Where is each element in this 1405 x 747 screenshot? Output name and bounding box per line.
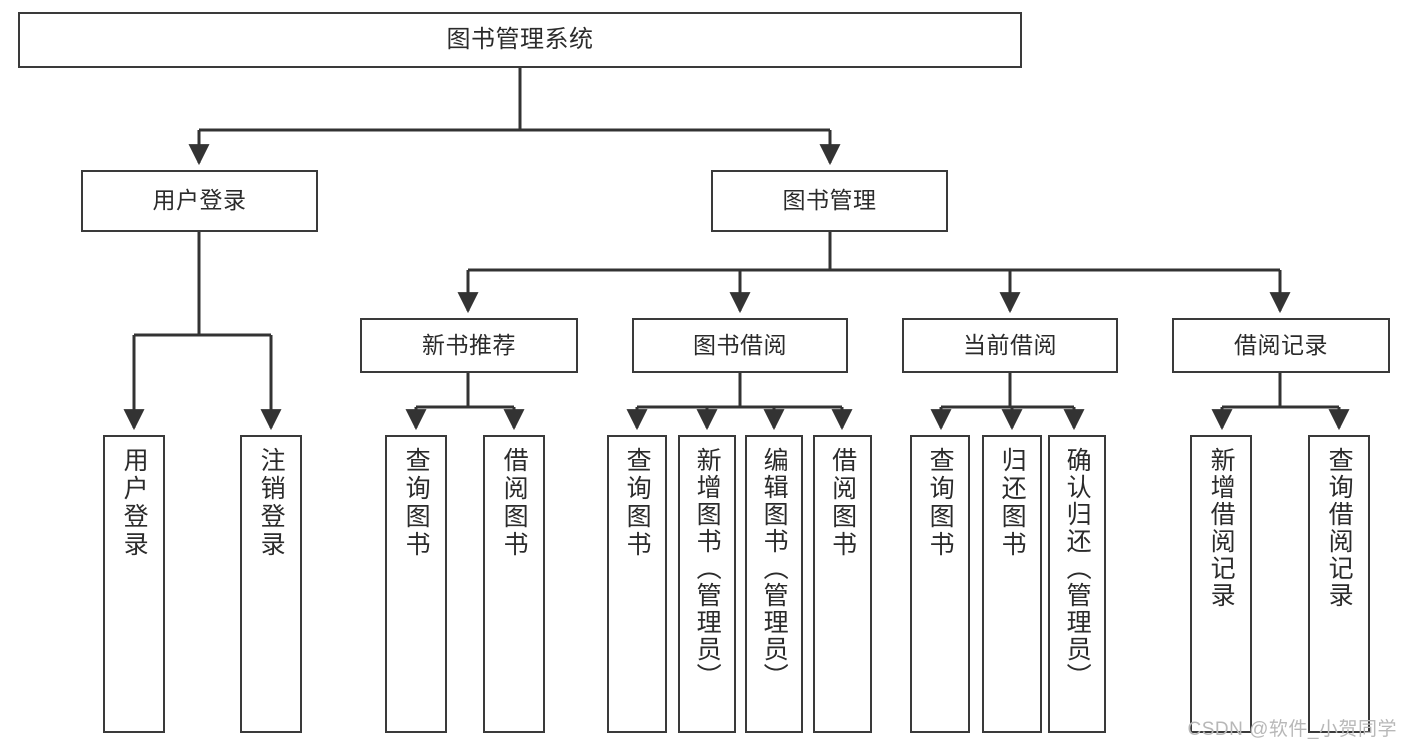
node-leaf-user-login[interactable]: 用户登录	[103, 435, 165, 733]
node-leaf-borrow-book-1[interactable]: 借阅图书	[483, 435, 545, 733]
node-new-book-recommend[interactable]: 新书推荐	[360, 318, 578, 373]
node-book-borrow[interactable]: 图书借阅	[632, 318, 848, 373]
node-borrow-record[interactable]: 借阅记录	[1172, 318, 1390, 373]
node-leaf-user-logout-label: 注销登录	[257, 447, 286, 559]
node-leaf-query-book-3-label: 查询图书	[926, 447, 955, 559]
node-leaf-add-book[interactable]: 新增图书（管理员）	[678, 435, 736, 733]
node-leaf-edit-book-label: 编辑图书（管理员）	[760, 447, 789, 690]
node-book-borrow-label: 图书借阅	[693, 331, 787, 358]
node-current-borrow[interactable]: 当前借阅	[902, 318, 1118, 373]
node-new-book-recommend-label: 新书推荐	[422, 331, 516, 358]
node-borrow-record-label: 借阅记录	[1234, 331, 1328, 358]
node-current-borrow-label: 当前借阅	[963, 331, 1057, 358]
node-leaf-add-book-label: 新增图书（管理员）	[693, 447, 722, 690]
node-root-label: 图书管理系统	[446, 25, 594, 53]
node-leaf-confirm-return-label: 确认归还（管理员）	[1063, 447, 1092, 690]
node-root[interactable]: 图书管理系统	[18, 12, 1022, 68]
node-leaf-edit-book[interactable]: 编辑图书（管理员）	[745, 435, 803, 733]
node-user-login[interactable]: 用户登录	[81, 170, 318, 232]
node-leaf-user-login-label: 用户登录	[120, 447, 149, 559]
node-leaf-add-record[interactable]: 新增借阅记录	[1190, 435, 1252, 733]
node-leaf-user-logout[interactable]: 注销登录	[240, 435, 302, 733]
node-leaf-query-record[interactable]: 查询借阅记录	[1308, 435, 1370, 733]
node-leaf-query-book-1[interactable]: 查询图书	[385, 435, 447, 733]
node-leaf-borrow-book-2-label: 借阅图书	[828, 447, 857, 559]
node-leaf-confirm-return[interactable]: 确认归还（管理员）	[1048, 435, 1106, 733]
node-leaf-borrow-book-2[interactable]: 借阅图书	[813, 435, 872, 733]
node-book-manage[interactable]: 图书管理	[711, 170, 948, 232]
node-leaf-query-record-label: 查询借阅记录	[1325, 447, 1354, 609]
node-leaf-borrow-book-1-label: 借阅图书	[500, 447, 529, 559]
node-book-manage-label: 图书管理	[782, 187, 877, 214]
node-leaf-add-record-label: 新增借阅记录	[1207, 447, 1236, 609]
node-leaf-query-book-2-label: 查询图书	[623, 447, 652, 559]
node-leaf-return-book-label: 归还图书	[998, 447, 1027, 559]
node-leaf-query-book-1-label: 查询图书	[402, 447, 431, 559]
node-leaf-query-book-3[interactable]: 查询图书	[910, 435, 970, 733]
watermark: CSDN @软件_小贺同学	[1187, 719, 1397, 740]
node-leaf-query-book-2[interactable]: 查询图书	[607, 435, 667, 733]
node-user-login-label: 用户登录	[152, 187, 247, 214]
node-leaf-return-book[interactable]: 归还图书	[982, 435, 1042, 733]
